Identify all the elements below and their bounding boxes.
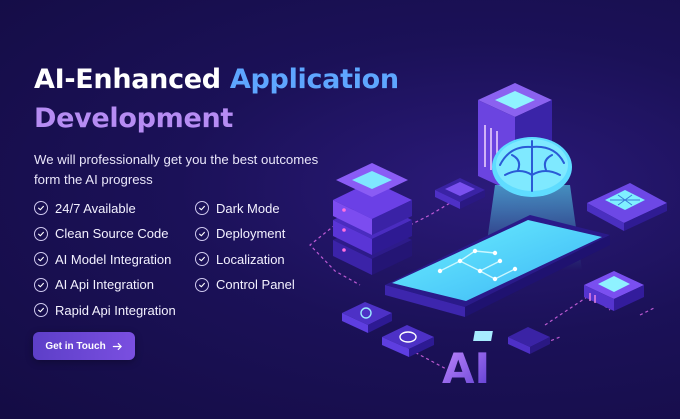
feature-label: Clean Source Code [55,226,169,241]
toggle-device-icon [382,325,434,357]
processor-chip-icon [473,327,550,354]
check-circle-icon [195,252,209,266]
feature-label: AI Api Integration [55,277,155,292]
ai-letters: AI [442,344,490,393]
small-server-icon [584,271,644,311]
feature-item: Dark Mode [195,198,335,218]
feature-list: 24/7 Available Dark Mode Clean Source Co… [34,198,334,320]
feature-label: Localization [216,251,285,267]
feature-label: Deployment [216,226,286,241]
hero-subtitle: We will professionally get you the best … [34,152,319,187]
feature-item: AI Model Integration [34,249,195,269]
ai-isometric-illustration: AI [309,83,667,393]
check-circle-icon [34,226,48,241]
feature-item: AI Api Integration [34,275,195,295]
check-circle-icon [34,277,48,292]
chip-icon [435,178,485,209]
title-part-ai-enhanced: AI-Enhanced [34,64,230,95]
device-icon [342,302,392,333]
get-in-touch-button[interactable]: Get in Touch [33,332,135,360]
check-circle-icon [195,226,209,241]
feature-label: AI Model Integration [55,251,172,267]
check-circle-icon [34,201,48,215]
get-in-touch-label: Get in Touch [45,340,106,352]
feature-item: Clean Source Code [34,224,195,244]
title-part-application: Application [229,64,399,95]
check-circle-icon [34,303,48,317]
hero-title: AI-Enhanced Application Development [34,60,399,138]
ai-logo: AI [442,344,490,393]
feature-item: Deployment [195,224,335,244]
check-circle-icon [195,277,209,292]
feature-label: Dark Mode [216,200,280,216]
arrow-right-icon [112,342,122,350]
check-circle-icon [34,252,48,266]
brain-icon [492,137,572,197]
card-chip-icon [587,183,667,231]
feature-item: Control Panel [195,275,335,295]
smartphone-illustration [385,215,610,317]
server-stack-icon [333,163,412,275]
feature-item: 24/7 Available [34,198,195,218]
feature-item: Rapid Api Integration [34,300,195,320]
feature-label: 24/7 Available [55,200,136,216]
title-part-development: Development [34,103,234,134]
feature-label: Rapid Api Integration [55,302,176,318]
feature-label: Control Panel [216,277,295,292]
feature-item: Localization [195,249,335,269]
check-circle-icon [195,201,209,215]
